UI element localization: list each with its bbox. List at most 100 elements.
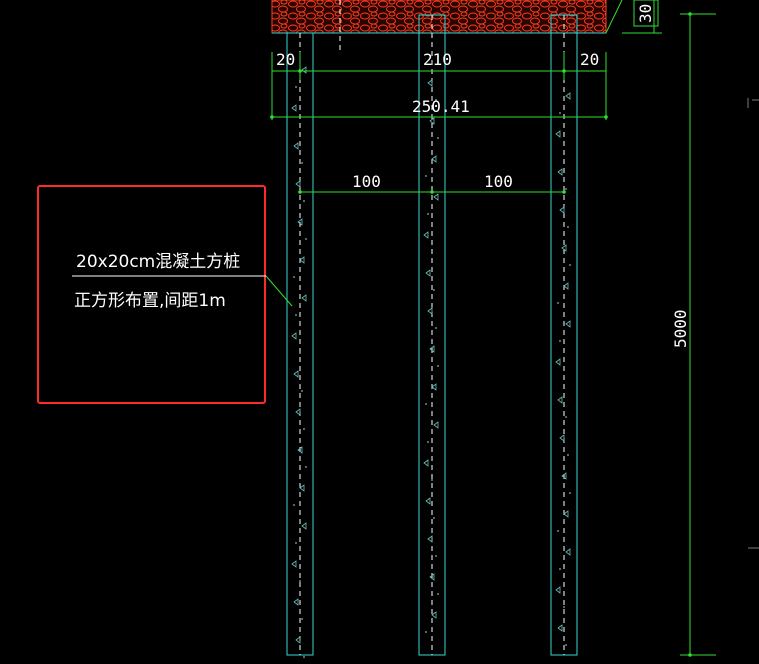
hatch-mark — [299, 256, 305, 264]
hatch-mark — [293, 370, 299, 378]
dimension-row-overall: 250.41 — [270, 97, 608, 119]
dim-spacing-left-label: 100 — [352, 172, 381, 191]
hatch-mark — [555, 130, 561, 138]
hatch-mark — [291, 332, 297, 340]
hatch-dot — [305, 238, 307, 240]
hatch-mark — [557, 396, 563, 404]
hatch-dot — [295, 542, 297, 544]
hatch-dot — [293, 276, 295, 278]
dimension-pile-length: 5000 — [671, 12, 716, 657]
hatch-dot — [435, 99, 437, 101]
pile-left — [286, 32, 314, 656]
hatch-dot — [295, 86, 297, 88]
hatch-mark — [293, 142, 299, 150]
pile-cap — [271, 0, 623, 34]
hatch-dot — [569, 492, 571, 494]
hatch-mark — [429, 345, 435, 353]
hatch-dot — [431, 251, 433, 253]
hatch-dot — [563, 378, 565, 380]
hatch-mark — [423, 459, 429, 467]
hatch-dot — [557, 302, 559, 304]
hatch-dot — [299, 352, 301, 354]
hatch-dot — [431, 479, 433, 481]
hatch-mark — [555, 358, 561, 366]
dimension-row-edges: 20 210 20 — [271, 50, 607, 120]
hatch-mark — [431, 155, 437, 163]
hatch-mark — [297, 218, 303, 226]
hatch-mark — [297, 446, 303, 454]
hatch-dot — [427, 441, 429, 443]
hatch-mark — [429, 573, 435, 581]
dimension-row-spacing: 100 100 — [298, 172, 566, 194]
hatch-mark — [561, 472, 567, 480]
hatch-dot — [567, 226, 569, 228]
dim-edge-right-label: 20 — [580, 50, 599, 69]
hatch-dot — [305, 466, 307, 468]
hatch-mark — [563, 282, 569, 290]
dim-center-span-label: 210 — [423, 50, 452, 69]
pile-right — [550, 14, 578, 656]
hatch-mark — [295, 408, 301, 416]
hatch-dot — [303, 656, 305, 658]
grey-marks — [747, 98, 759, 549]
hatch-mark — [557, 624, 563, 632]
highlight-box — [37, 185, 266, 404]
pile-center — [418, 14, 446, 656]
hatch-mark — [431, 383, 437, 391]
hatch-dot — [299, 580, 301, 582]
hatch-mark — [433, 421, 439, 429]
hatch-dot — [559, 112, 561, 114]
dim-pile-length-label: 5000 — [671, 309, 690, 348]
hatch-mark — [425, 497, 431, 505]
hatch-dot — [301, 162, 303, 164]
hatch-dot — [425, 403, 427, 405]
dim-edge-left-label: 20 — [276, 50, 295, 69]
hatch-dot — [301, 618, 303, 620]
hatch-dot — [425, 175, 427, 177]
note-line-2: 正方形布置,间距1m — [74, 291, 226, 311]
hatch-dot — [295, 314, 297, 316]
annotation-note: 20x20cm混凝土方桩 正方形布置,间距1m — [37, 185, 293, 404]
hatch-mark — [293, 598, 299, 606]
hatch-mark — [565, 320, 571, 328]
note-line-1: 20x20cm混凝土方桩 — [76, 252, 240, 272]
hatch-mark — [565, 548, 571, 556]
hatch-dot — [565, 644, 567, 646]
hatch-dot — [433, 517, 435, 519]
hatch-mark — [423, 231, 429, 239]
hatch-dot — [425, 631, 427, 633]
hatch-dot — [563, 606, 565, 608]
hatch-dot — [565, 416, 567, 418]
hatch-dot — [559, 340, 561, 342]
leader-line — [265, 275, 293, 307]
hatch-dot — [557, 530, 559, 532]
hatch-mark — [557, 168, 563, 176]
hatch-dot — [303, 428, 305, 430]
hatch-mark — [425, 269, 431, 277]
dimension-top-height: 30 — [622, 0, 662, 34]
dim-spacing-right-label: 100 — [484, 172, 513, 191]
hatch-dot — [299, 124, 301, 126]
hatch-dot — [301, 390, 303, 392]
hatch-dot — [437, 593, 439, 595]
hatch-mark — [301, 66, 307, 74]
hatch-mark — [295, 180, 301, 188]
hatch-mark — [427, 535, 433, 543]
hatch-dot — [437, 137, 439, 139]
hatch-mark — [427, 307, 433, 315]
hatch-dot — [437, 365, 439, 367]
hatch-mark — [559, 434, 565, 442]
hatch-mark — [429, 117, 435, 125]
hatch-mark — [301, 294, 307, 302]
hatch-dot — [563, 150, 565, 152]
hatch-dot — [433, 289, 435, 291]
hatch-mark — [291, 560, 297, 568]
hatch-dot — [559, 568, 561, 570]
hatch-mark — [433, 193, 439, 201]
hatch-mark — [555, 586, 561, 594]
hatch-dot — [303, 200, 305, 202]
hatch-mark — [301, 522, 307, 530]
hatch-dot — [293, 504, 295, 506]
dim-top-height-label: 30 — [636, 4, 655, 23]
hatch-dot — [435, 555, 437, 557]
